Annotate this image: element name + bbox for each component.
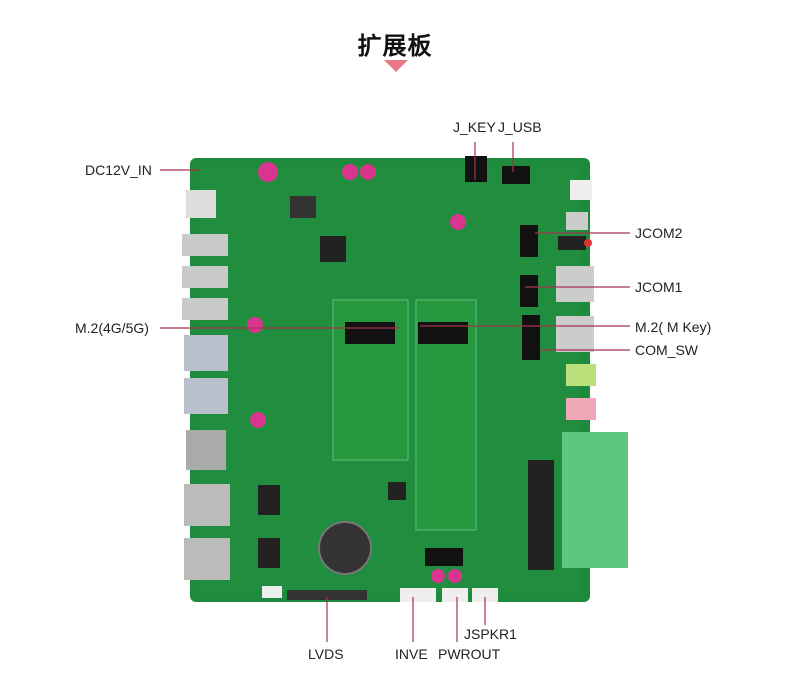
label-lvds: LVDS [308, 646, 344, 662]
terminal-block [562, 432, 628, 568]
label-j-key: J_KEY [453, 119, 496, 135]
label-inve: INVE [395, 646, 428, 662]
audio-jack [566, 364, 596, 386]
usb-port [184, 335, 228, 371]
down-triangle-icon [384, 60, 408, 72]
label-jcom2: JCOM2 [635, 225, 683, 241]
label-pwrout: PWROUT [438, 646, 501, 662]
usb-port [184, 378, 228, 414]
label-jspkr1: JSPKR1 [464, 626, 517, 642]
label-jcom1: JCOM1 [635, 279, 683, 295]
label-com-sw: COM_SW [635, 342, 698, 358]
usb-port-right [556, 316, 594, 352]
sd-slot [186, 430, 226, 470]
dc-jack [186, 190, 216, 218]
label-m2-4g5g: M.2(4G/5G) [75, 320, 149, 336]
page-title: 扩展板 [357, 32, 433, 60]
m2-slot-4g5g [332, 299, 409, 461]
lvds-connector [287, 590, 367, 600]
label-j-usb: J_USB [498, 119, 542, 135]
ethernet-port [184, 538, 230, 580]
ethernet-port [184, 484, 230, 526]
leader-lines [160, 142, 630, 642]
label-dc12v-in: DC12V_IN [85, 162, 152, 178]
coin-battery [318, 521, 372, 575]
label-m2-mkey: M.2( M Key) [635, 319, 712, 335]
audio-jack [566, 398, 596, 420]
usb-port-right [556, 266, 594, 302]
pcb-board [182, 156, 628, 602]
